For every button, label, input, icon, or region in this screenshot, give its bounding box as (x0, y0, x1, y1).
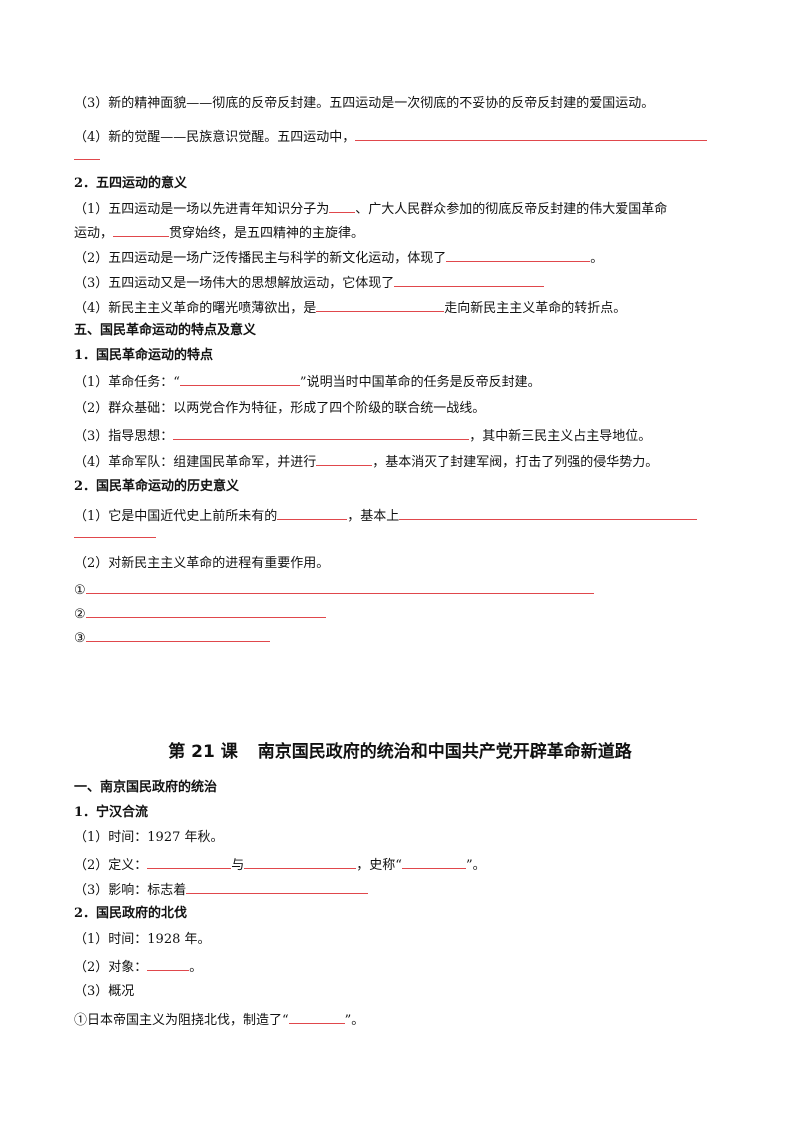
text-line: （4）革命军队：组建国民革命军，并进行，基本消灭了封建军阀，打击了列强的侵华势力… (74, 453, 659, 470)
section-heading: 一、南京国民政府的统治 (74, 780, 218, 795)
answer-blank[interactable] (147, 856, 232, 869)
text-line: （2）定义：与，史称“”。 (74, 856, 486, 873)
answer-blank-continuation[interactable] (74, 159, 100, 160)
subsection-heading: 1．国民革命运动的特点 (74, 348, 214, 363)
answer-blank[interactable] (277, 507, 348, 520)
subsection-heading: 1．宁汉合流 (74, 805, 149, 820)
answer-blank[interactable] (85, 605, 326, 618)
answer-blank[interactable] (316, 453, 373, 466)
answer-blank[interactable] (288, 1011, 345, 1024)
text-line: （1）五四运动是一场以先进青年知识分子为、广大人民群众参加的彻底反帝反封建的伟大… (74, 200, 668, 217)
answer-blank[interactable] (446, 249, 591, 262)
answer-blank[interactable] (173, 427, 470, 440)
text-line: （2）对象：。 (74, 958, 203, 975)
answer-blank[interactable] (401, 856, 466, 869)
text-line: （1）时间：1927 年秋。 (74, 830, 224, 845)
answer-blank-continuation[interactable] (74, 537, 156, 538)
section-heading: 2．五四运动的意义 (74, 176, 188, 191)
answer-blank[interactable] (329, 200, 356, 213)
text-line: （2）五四运动是一场广泛传播民主与科学的新文化运动，体现了。 (74, 249, 604, 266)
answer-blank[interactable] (316, 299, 445, 312)
subsection-heading: 2．国民政府的北伐 (74, 906, 188, 921)
text-line: （3）五四运动又是一场伟大的思想解放运动，它体现了 (74, 274, 545, 292)
numbered-answer-line: ③ (74, 629, 270, 647)
text-line: ①日本帝国主义为阻挠北伐，制造了“”。 (74, 1011, 365, 1028)
text-line: （1）时间：1928 年。 (74, 932, 211, 947)
answer-blank[interactable] (113, 224, 170, 237)
answer-blank[interactable] (147, 958, 190, 971)
answer-blank[interactable] (399, 507, 698, 520)
text-line: （4）新民主主义革命的曙光喷薄欲出，是走向新民主主义革命的转折点。 (74, 299, 627, 316)
lesson-title: 第 21 课南京国民政府的统治和中国共产党开辟革命新道路 (168, 742, 632, 762)
numbered-answer-line: ② (74, 605, 326, 623)
answer-blank[interactable] (186, 881, 369, 894)
text-line: （2）群众基础：以两党合作为特征，形成了四个阶级的联合统一战线。 (74, 401, 486, 416)
text-line: （3）新的精神面貌——彻底的反帝反封建。五四运动是一次彻底的不妥协的反帝反封建的… (74, 96, 655, 111)
text-line: （1）它是中国近代史上前所未有的，基本上 (74, 507, 698, 525)
answer-blank[interactable] (85, 581, 594, 594)
section-heading: 五、国民革命运动的特点及意义 (74, 323, 257, 338)
subsection-heading: 2．国民革命运动的历史意义 (74, 479, 240, 494)
answer-blank[interactable] (244, 856, 357, 869)
text-line: （1）革命任务：“”说明当时中国革命的任务是反帝反封建。 (74, 373, 541, 390)
answer-blank[interactable] (179, 373, 300, 386)
text-line: （3）指导思想：，其中新三民主义占主导地位。 (74, 427, 652, 444)
text-line: （2）对新民主主义革命的进程有重要作用。 (74, 556, 330, 571)
numbered-answer-line: ① (74, 581, 594, 599)
answer-blank[interactable] (355, 128, 708, 141)
text-line: （4）新的觉醒——民族意识觉醒。五四运动中， (74, 128, 708, 146)
answer-blank[interactable] (394, 274, 545, 287)
text-line: （3）概况 (74, 984, 135, 999)
text-line: （3）影响：标志着 (74, 881, 369, 899)
answer-blank[interactable] (85, 629, 270, 642)
text-line: 运动，贯穿始终，是五四精神的主旋律。 (74, 224, 365, 241)
